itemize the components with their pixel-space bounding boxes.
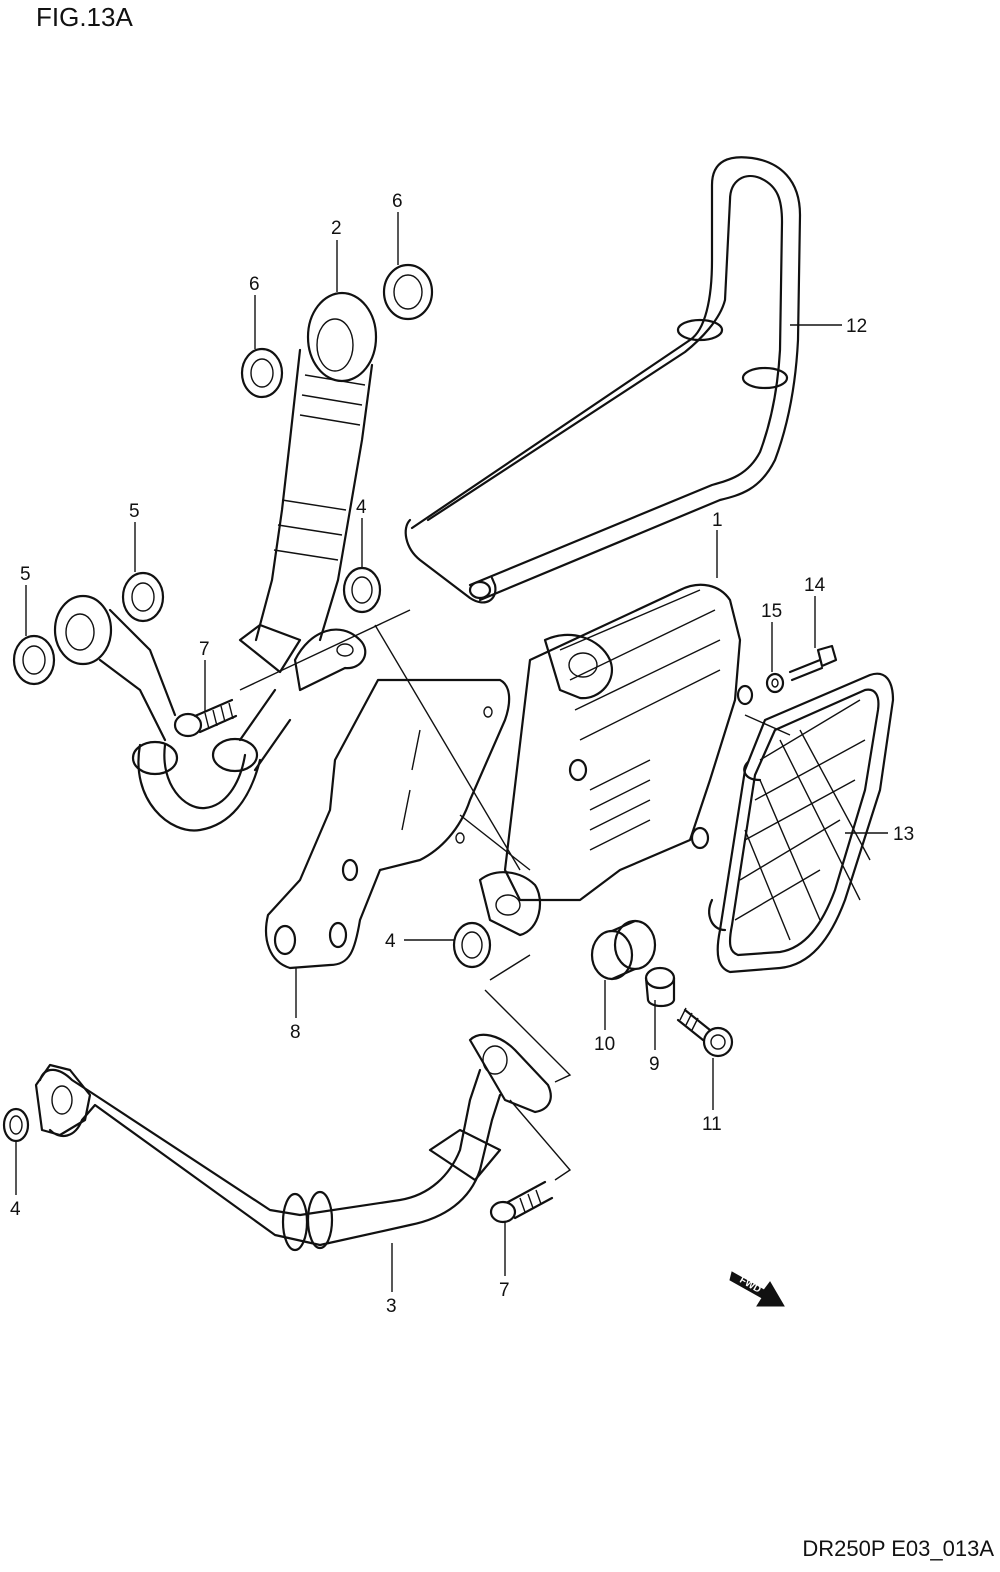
fwd-label: FWD — [737, 1275, 762, 1296]
drawing-code: DR250P E03_013A — [802, 1536, 994, 1561]
callout-10: 10 — [594, 1034, 615, 1055]
part-4-washer-lower — [452, 921, 492, 969]
part-6-washer-left — [240, 347, 284, 399]
part-14-bolt — [788, 644, 838, 682]
callout-13: 13 — [893, 824, 914, 845]
part-1-oil-cooler — [478, 583, 754, 937]
callout-12: 12 — [846, 316, 867, 337]
callout-leaders — [15, 212, 888, 1292]
callout-15: 15 — [761, 601, 782, 622]
part-3-pipe — [34, 1033, 552, 1252]
callout-11: 11 — [702, 1114, 722, 1135]
part-5-washer-a — [121, 571, 165, 623]
callout-2: 2 — [331, 218, 342, 239]
left-banjo-hose — [53, 594, 367, 832]
callout-14: 14 — [804, 575, 826, 596]
part-12-oil-hose — [404, 156, 802, 604]
fwd-arrow-icon: FWD — [729, 1271, 785, 1307]
part-9-collar — [644, 966, 676, 1008]
part-13-guard — [708, 672, 895, 974]
callout-7-lower: 7 — [499, 1280, 510, 1301]
callout-9: 9 — [649, 1054, 660, 1075]
part-11-bolt — [676, 1007, 734, 1058]
part-7-bolt-lower — [489, 1180, 554, 1224]
part-10-grommet — [590, 919, 657, 981]
part-15-washer — [765, 672, 785, 694]
callout-4-left: 4 — [10, 1199, 21, 1220]
callout-4-lower: 4 — [385, 931, 396, 952]
callout-4-mid: 4 — [356, 497, 367, 518]
figure-title: FIG.13A — [36, 2, 133, 32]
callout-8: 8 — [290, 1022, 301, 1043]
callout-1: 1 — [712, 510, 723, 531]
part-4-washer-left — [2, 1107, 30, 1143]
callout-6-left: 6 — [249, 274, 260, 295]
assembly-guide-lines — [239, 609, 791, 1181]
callout-3: 3 — [386, 1296, 397, 1317]
part-4-washer-mid — [342, 566, 382, 614]
part-8-bracket — [264, 678, 511, 970]
callout-5-b: 5 — [20, 564, 31, 585]
part-5-washer-b — [12, 634, 56, 686]
part-2-hose — [238, 291, 378, 674]
callout-7-upper: 7 — [199, 639, 210, 660]
part-7-bolt-upper — [173, 698, 238, 738]
callout-5-a: 5 — [129, 501, 140, 522]
callout-6-top: 6 — [392, 191, 403, 212]
part-6-washer-top — [382, 263, 434, 321]
